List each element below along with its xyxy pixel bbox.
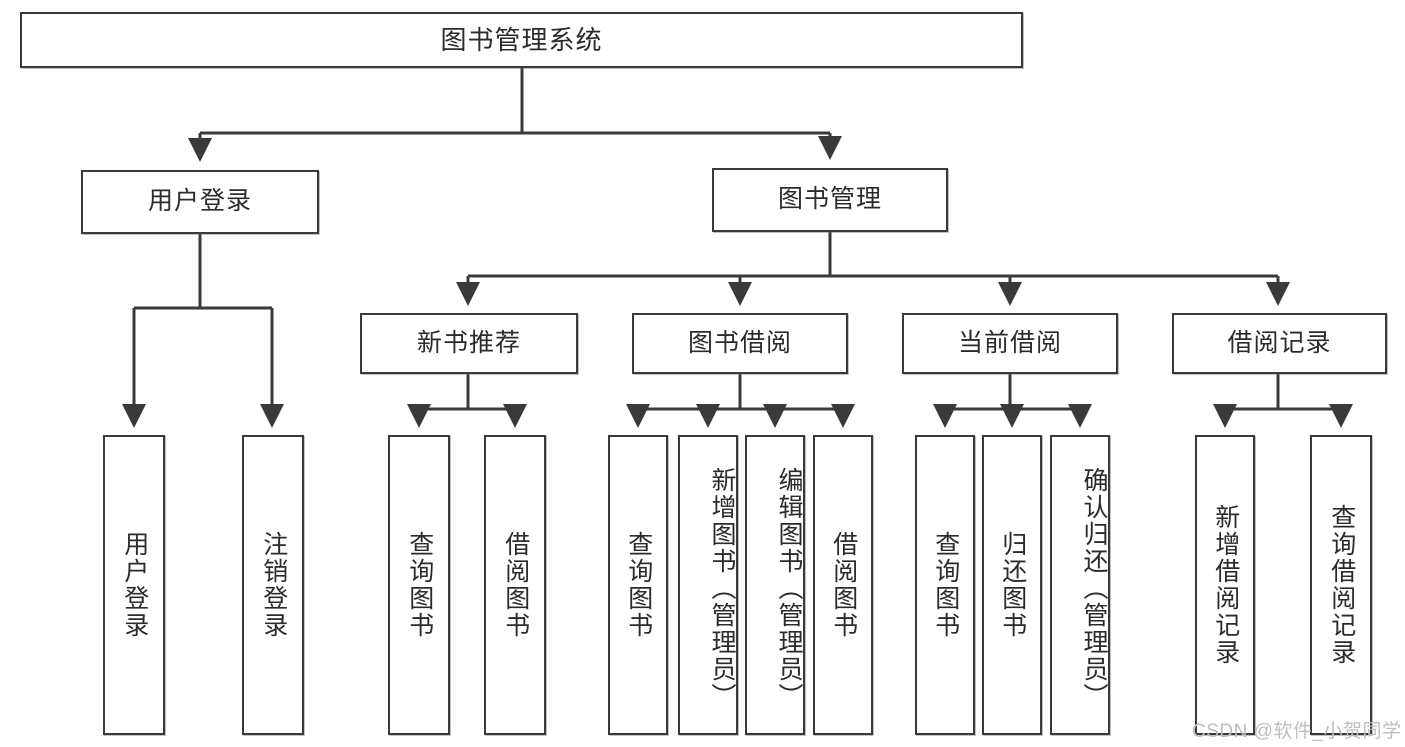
node-label: 借阅图书 [501, 531, 530, 639]
node-label: 图书借阅 [687, 328, 792, 357]
node-user-login[interactable]: 用户登录 [81, 170, 319, 234]
node-leaf-return-book[interactable]: 归还图书 [982, 435, 1042, 735]
node-label: 用户登录 [120, 531, 149, 639]
node-new-book-recommend[interactable]: 新书推荐 [360, 313, 578, 374]
csdn-watermark: CSDN @软件_小贺同学 [1192, 721, 1402, 742]
node-label: 查询图书 [624, 531, 653, 639]
node-label: 新书推荐 [416, 328, 521, 357]
node-borrow-record[interactable]: 借阅记录 [1172, 313, 1387, 374]
node-label: 归还图书 [998, 531, 1027, 639]
node-book-manage[interactable]: 图书管理 [712, 168, 948, 232]
node-label: 图书管理系统 [440, 24, 603, 55]
node-leaf-user-login[interactable]: 用户登录 [103, 435, 165, 735]
node-label: 查询借阅记录 [1327, 504, 1356, 666]
node-label: 查询图书 [405, 531, 434, 639]
node-label: 当前借阅 [957, 328, 1062, 357]
node-leaf-confirm-return-admin[interactable]: 确认归还（管理员） [1050, 435, 1110, 735]
node-leaf-query-book-borrow[interactable]: 查询图书 [608, 435, 668, 735]
node-leaf-query-borrow-record[interactable]: 查询借阅记录 [1310, 435, 1372, 735]
node-leaf-add-borrow-record[interactable]: 新增借阅记录 [1195, 435, 1255, 735]
node-leaf-add-book-admin[interactable]: 新增图书（管理员） [678, 435, 738, 735]
node-label: 借阅记录 [1227, 328, 1332, 357]
node-leaf-query-book-recommend[interactable]: 查询图书 [388, 435, 450, 735]
node-label: 新增借阅记录 [1211, 504, 1240, 666]
node-label: 新增图书（管理员） [708, 466, 736, 710]
node-leaf-borrow-book-recommend[interactable]: 借阅图书 [484, 435, 546, 735]
node-label: 编辑图书（管理员） [775, 466, 803, 710]
node-current-borrow[interactable]: 当前借阅 [902, 313, 1118, 374]
node-label: 查询图书 [931, 531, 960, 639]
node-root-system[interactable]: 图书管理系统 [20, 12, 1023, 68]
node-label: 用户登录 [147, 187, 252, 216]
node-book-borrow[interactable]: 图书借阅 [632, 313, 848, 374]
node-label: 确认归还（管理员） [1080, 466, 1108, 710]
node-label: 注销登录 [259, 531, 288, 639]
node-leaf-query-book-current[interactable]: 查询图书 [915, 435, 975, 735]
node-label: 图书管理 [777, 185, 882, 214]
node-leaf-borrow-book[interactable]: 借阅图书 [813, 435, 873, 735]
node-leaf-logout-login[interactable]: 注销登录 [242, 435, 304, 735]
node-leaf-edit-book-admin[interactable]: 编辑图书（管理员） [745, 435, 805, 735]
node-label: 借阅图书 [829, 531, 858, 639]
